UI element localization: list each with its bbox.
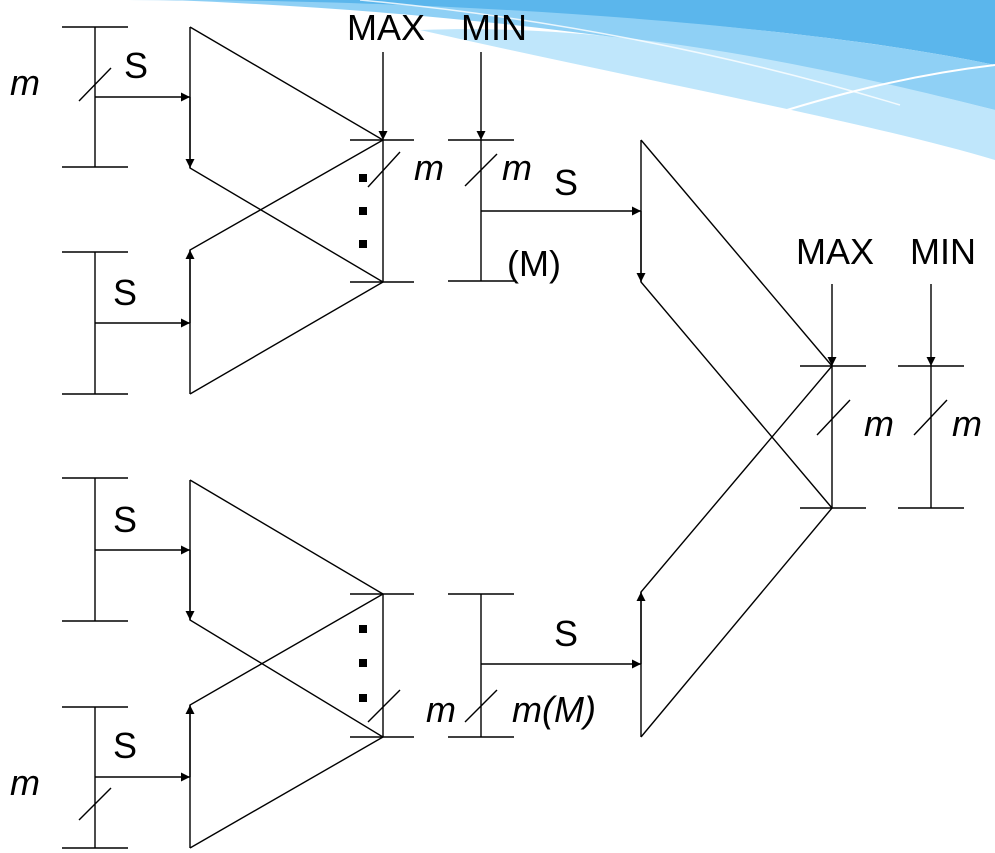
ellipsis-dot <box>359 659 367 667</box>
block-edge-bottom <box>640 507 833 738</box>
min-width-slash <box>913 399 948 436</box>
max-width-slash <box>367 151 401 188</box>
block-outline-lower <box>640 365 833 737</box>
min-width-label: m <box>952 403 982 444</box>
stage1-bottom-compare-block: m S m(M) <box>185 479 641 849</box>
block-outline-lower <box>189 593 384 848</box>
width-slash <box>78 67 112 102</box>
input-bus-1: m S <box>10 26 190 168</box>
block-outline-lower <box>189 139 384 394</box>
input-bus-2: S <box>62 251 190 395</box>
max-width-label: m <box>414 147 444 188</box>
stage1-top-compare-block: MAX m MIN m S (M) <box>185 7 641 395</box>
input-bus-4: m S <box>10 706 190 849</box>
min-width-label: m(M) <box>512 689 596 730</box>
ellipsis-dot <box>359 207 367 215</box>
stage2-compare-block: MAX m MIN m <box>636 139 982 738</box>
select-label: S <box>113 725 137 766</box>
ellipsis-dot <box>359 174 367 182</box>
min-width-slash <box>464 689 498 723</box>
block-edge-bottom <box>189 281 384 395</box>
ellipsis-dot <box>359 625 367 633</box>
banner-dark-band <box>100 0 995 65</box>
banner-swoosh-line <box>739 64 995 126</box>
min-control-label: MIN <box>910 231 976 272</box>
banner-swoosh-line-2 <box>359 0 901 106</box>
banner-mid-band <box>170 0 995 110</box>
max-width-slash <box>816 399 851 436</box>
ellipsis-dot <box>359 694 367 702</box>
block-edge-bottom <box>189 736 384 849</box>
header-banner <box>100 0 995 160</box>
max-control-label: MAX <box>347 7 425 48</box>
block-edge-top <box>189 479 384 595</box>
input-width-label: m <box>10 62 40 103</box>
max-control-label: MAX <box>796 231 874 272</box>
input-width-label: m <box>10 762 40 803</box>
min-width-slash <box>464 153 498 187</box>
ellipsis-dot <box>359 240 367 248</box>
select-label: S <box>113 272 137 313</box>
block-outline-upper <box>640 140 833 509</box>
width-slash <box>78 787 112 821</box>
block-edge-top <box>640 139 833 367</box>
block-outline-upper <box>189 27 384 283</box>
block-outline-upper <box>189 480 384 738</box>
input-bus-3: S <box>62 477 190 622</box>
min-control-label: MIN <box>461 7 527 48</box>
block-edge-top <box>189 26 384 141</box>
select-label: S <box>554 162 578 203</box>
max-width-label: m <box>864 403 894 444</box>
select-label: S <box>554 613 578 654</box>
signal-note: (M) <box>507 243 561 284</box>
select-label: S <box>113 499 137 540</box>
select-label: S <box>124 45 148 86</box>
min-width-label: m <box>502 147 532 188</box>
max-width-slash <box>367 689 401 723</box>
max-width-label: m <box>426 689 456 730</box>
